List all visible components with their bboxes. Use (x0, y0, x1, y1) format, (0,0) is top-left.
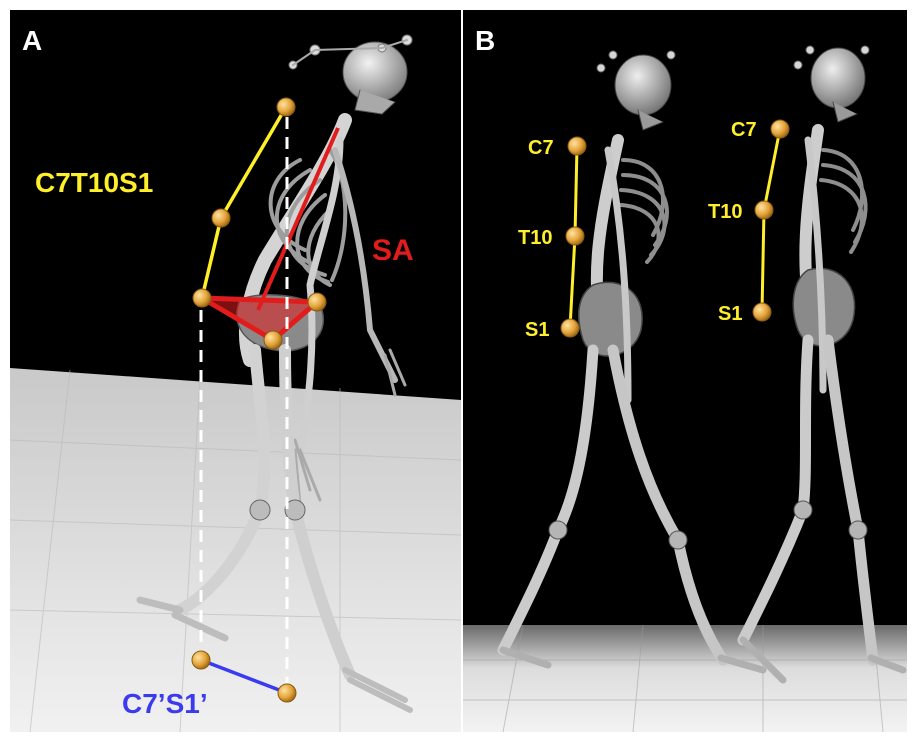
pelvis-front-marker (264, 331, 282, 349)
floor-b (463, 625, 907, 732)
skull-left (615, 55, 671, 115)
s1-marker (193, 289, 211, 307)
c7s1-projected-label: C7’S1’ (122, 688, 208, 719)
skull-right (811, 48, 865, 108)
s1-projected-marker (192, 651, 210, 669)
c7t10s1-label: C7T10S1 (35, 167, 153, 198)
panel-a-image: A C7T10S1 SA C7’S1’ (10, 10, 461, 732)
panel-a-letter: A (22, 25, 42, 56)
s1-label-right: S1 (718, 303, 742, 325)
panel-b-letter: B (475, 25, 495, 56)
s1-marker-right (753, 303, 771, 321)
panel-b-image: B C7 T10 S1 C7 T10 S1 (463, 10, 907, 732)
c7-label-left: C7 (528, 137, 554, 159)
t10-marker-right (755, 201, 773, 219)
s1-marker-left (561, 319, 579, 337)
panel-b: B C7 T10 S1 C7 T10 S1 (463, 10, 907, 732)
pelvis-right-marker (308, 293, 326, 311)
skull (343, 42, 407, 102)
panel-a: A C7T10S1 SA C7’S1’ (10, 10, 461, 732)
t10-marker-left (566, 227, 584, 245)
s1-label-left: S1 (525, 319, 549, 341)
c7-projected-marker (278, 684, 296, 702)
c7-marker-left (568, 137, 586, 155)
c7-label-right: C7 (731, 119, 757, 141)
t10-label-left: T10 (518, 227, 552, 249)
c7-marker-right (771, 120, 789, 138)
t10-label-right: T10 (708, 201, 742, 223)
sa-label: SA (372, 234, 414, 267)
c7-marker (277, 98, 295, 116)
t10-marker (212, 209, 230, 227)
